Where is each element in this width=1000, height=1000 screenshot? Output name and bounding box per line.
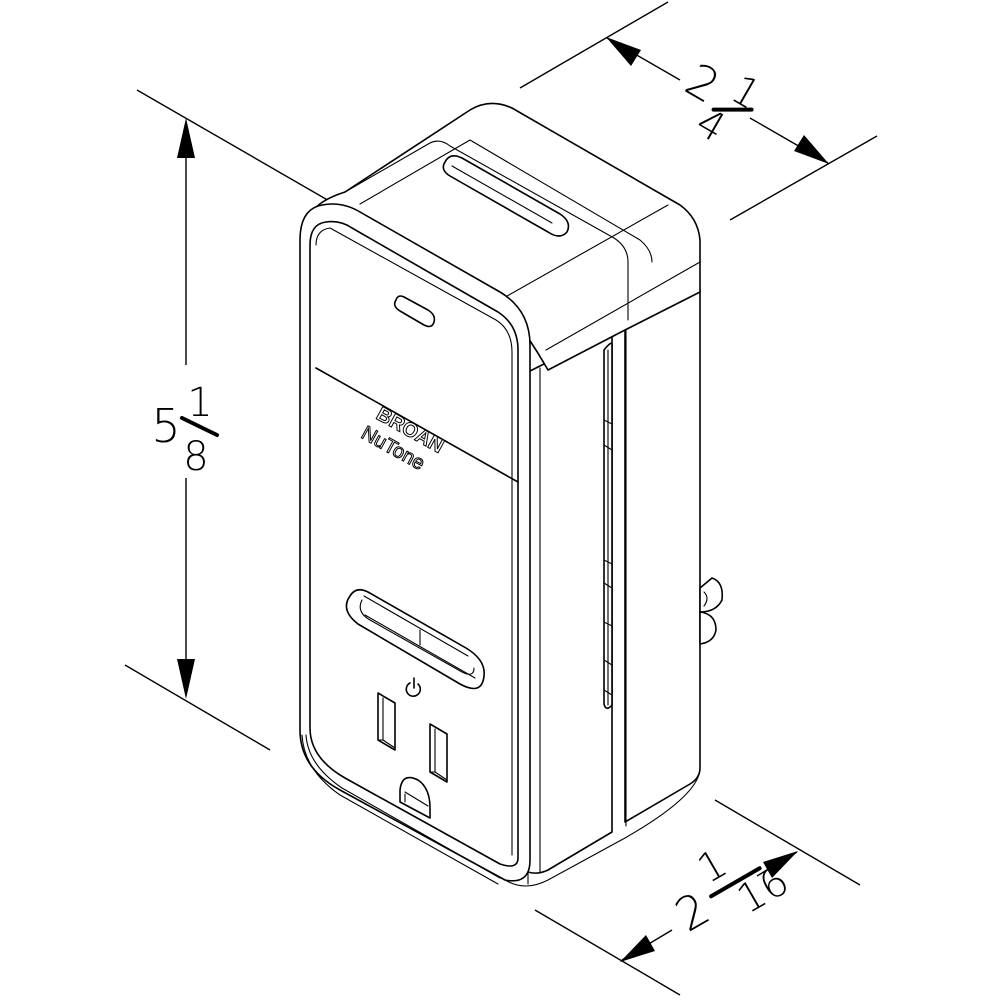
arrow-down-left-icon — [620, 935, 655, 962]
depth-extension-right — [714, 799, 861, 886]
width-extension-left — [519, 1, 669, 89]
arrow-right-icon — [794, 135, 829, 164]
outlet-receptacle — [377, 692, 448, 819]
outlet-slot-hot — [429, 723, 448, 783]
power-icon — [405, 677, 422, 697]
depth-denominator: 16 — [730, 858, 797, 923]
height-dimension: 5 1 8 — [124, 89, 436, 751]
height-whole: 5 — [151, 399, 180, 453]
indicator-light-icon — [393, 295, 436, 328]
front-face — [309, 220, 519, 867]
height-denominator: 8 — [183, 434, 208, 480]
arrow-down-icon — [177, 659, 195, 699]
side-band — [527, 324, 613, 874]
arrow-up-icon — [177, 118, 195, 158]
width-extension-right — [729, 135, 878, 221]
plug-prongs — [699, 577, 724, 645]
outlet-device: BROAN NuTone — [299, 102, 724, 887]
top-slide-button — [442, 154, 570, 237]
arrow-up-right-icon — [763, 851, 798, 878]
height-numerator: 1 — [187, 380, 212, 426]
arrow-left-icon — [606, 37, 641, 66]
side-face — [624, 282, 701, 823]
side-vent — [603, 342, 613, 710]
height-extension-bottom — [124, 664, 271, 751]
outlet-slot-neutral — [377, 692, 396, 751]
front-panel-divider — [315, 367, 519, 483]
depth-extension-left — [534, 909, 681, 996]
